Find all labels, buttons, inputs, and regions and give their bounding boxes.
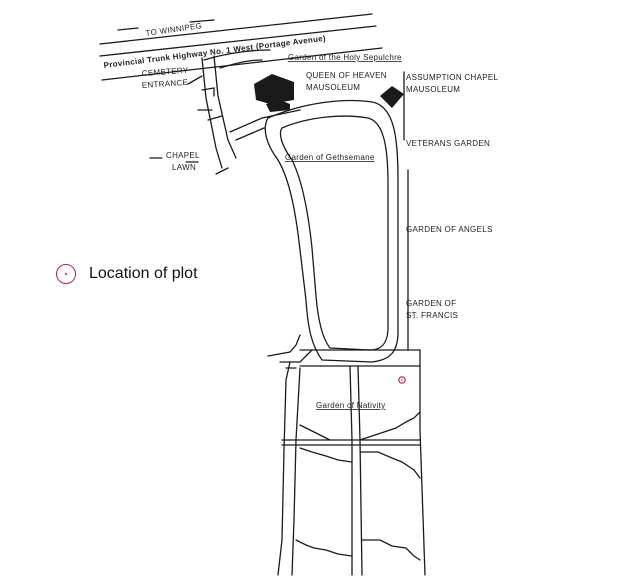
oval-track-outer	[264, 99, 399, 363]
queen-of-heaven-mausoleum	[254, 74, 294, 104]
label-angels: GARDEN OF ANGELS	[406, 225, 493, 234]
label-assumption-1: ASSUMPTION CHAPEL	[406, 73, 498, 82]
assumption-chapel-mausoleum	[380, 86, 404, 108]
road-west-outer	[277, 361, 291, 576]
label-veterans: VETERANS GARDEN	[406, 139, 490, 148]
highway-line-top	[99, 13, 373, 45]
plot-marker-icon	[56, 264, 76, 284]
label-holy-sepulchre: Garden of the Holy Sepulchre	[288, 53, 402, 62]
plot-marker-dot	[65, 273, 67, 275]
label-chapel-lawn-2: LAWN	[172, 163, 196, 172]
plot-location-marker[interactable]	[398, 376, 406, 384]
road-middle-left	[349, 365, 353, 576]
boundary-east	[419, 349, 426, 576]
label-gethsemane: Garden of Gethsemane	[285, 153, 375, 162]
highway-line-bottom	[101, 47, 383, 81]
label-chapel-lawn-1: CHAPEL	[166, 151, 200, 160]
entrance-road-right	[213, 55, 237, 159]
label-cemetery-entrance-1: CEMETERY	[142, 66, 190, 78]
label-st-francis-1: GARDEN OF	[406, 299, 456, 308]
legend-label: Location of plot	[89, 265, 198, 282]
highway-line-mid	[99, 25, 377, 57]
entrance-road-left	[201, 57, 223, 169]
label-queen-of-heaven-1: QUEEN OF HEAVEN	[306, 71, 387, 80]
road-middle-right	[357, 365, 363, 576]
legend: Location of plot	[56, 264, 198, 284]
oval-track-inner	[279, 115, 389, 351]
label-assumption-2: MAUSOLEUM	[406, 85, 460, 94]
label-queen-of-heaven-2: MAUSOLEUM	[306, 83, 360, 92]
label-nativity: Garden of Nativity	[316, 401, 385, 410]
label-st-francis-2: ST. FRANCIS	[406, 311, 458, 320]
road-west-inner	[291, 367, 301, 576]
label-cemetery-entrance-2: ENTRANCE	[142, 78, 189, 90]
